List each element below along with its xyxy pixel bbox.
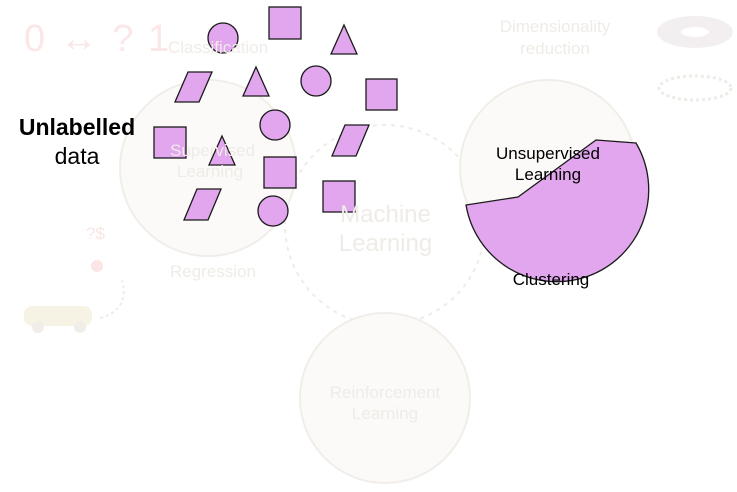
- car-arrow-icon: [99, 279, 125, 319]
- triangle-icon: [207, 134, 237, 166]
- square-icon: [268, 6, 302, 40]
- unsupervised-line2: Learning: [514, 165, 582, 184]
- projection-ring-icon: [657, 74, 733, 102]
- data-label: data: [54, 143, 100, 169]
- unlabelled-data-label: Unlabelled data: [8, 114, 146, 170]
- supervised-line2: Learning: [176, 162, 244, 181]
- parallelogram-icon: [174, 71, 213, 103]
- supervised-line1: Supervised: [170, 141, 256, 160]
- unsupervised-learning-label: Unsupervised Learning: [480, 143, 616, 185]
- torus-hole-icon: [681, 27, 709, 37]
- square-icon: [365, 78, 398, 111]
- dimensionality-line2: reduction: [520, 39, 590, 58]
- parallelogram-icon: [331, 124, 370, 157]
- clustering-label: Clustering: [512, 270, 590, 289]
- classification-label: Classification: [168, 38, 269, 57]
- digit-labels: 0 ↔ ? 1: [24, 18, 172, 60]
- reinforcement-learning-circle: [299, 312, 471, 484]
- reinforcement-line1: Reinforcement: [329, 383, 441, 402]
- circle-icon: [300, 65, 332, 97]
- dimensionality-line1: Dimensionality: [499, 17, 611, 36]
- machine-learning-line1: Machine: [340, 201, 431, 228]
- circle-icon: [257, 195, 289, 227]
- car-icon: [24, 306, 92, 326]
- machine-learning-line2: Learning: [338, 230, 433, 257]
- price-label: ?$: [86, 224, 105, 243]
- circle-icon: [207, 22, 239, 54]
- machine-learning-label: Machine Learning: [318, 200, 453, 258]
- clustering-wedge: [465, 139, 650, 283]
- supervised-learning-label: Supervised Learning: [170, 140, 256, 182]
- square-icon: [322, 180, 356, 213]
- regression-label: Regression: [170, 262, 256, 281]
- unsupervised-line1: Unsupervised: [496, 144, 600, 163]
- data-points: [153, 6, 398, 227]
- square-icon: [153, 126, 187, 159]
- price-dot-icon: [91, 260, 103, 272]
- triangle-icon: [329, 23, 359, 55]
- square-icon: [263, 156, 297, 189]
- triangle-icon: [241, 65, 271, 97]
- reinforcement-learning-label: Reinforcement Learning: [320, 382, 450, 424]
- reinforcement-line2: Learning: [351, 404, 419, 423]
- car-wheel-icon: [74, 321, 86, 333]
- dimensionality-reduction-label: Dimensionality reduction: [490, 16, 620, 60]
- unlabelled-label: Unlabelled: [18, 114, 136, 140]
- parallelogram-icon: [183, 188, 222, 221]
- circle-icon: [259, 109, 291, 141]
- car-wheel-icon: [32, 321, 44, 333]
